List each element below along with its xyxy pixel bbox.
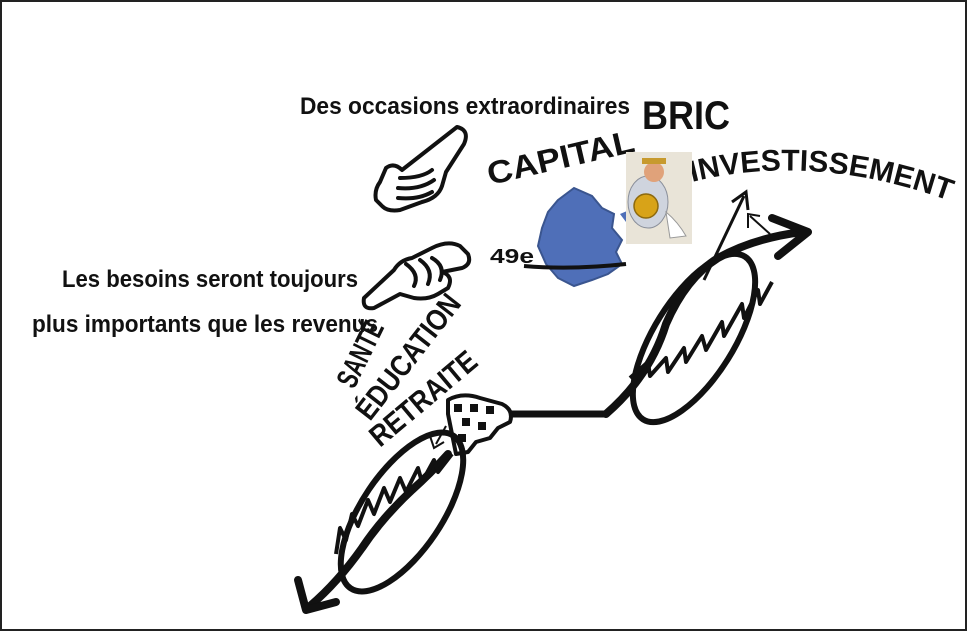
occasions-label: Des occasions extraordinaires <box>300 93 630 120</box>
growth-ellipse <box>629 250 759 426</box>
bric-label: BRIC <box>642 94 730 138</box>
decline-curve <box>306 450 452 610</box>
rank-strike-line <box>523 262 627 270</box>
decline-ellipse <box>337 429 467 595</box>
stair-steps <box>446 393 513 456</box>
besoins-line1: Les besoins seront toujours <box>62 266 358 293</box>
growth-arrowhead <box>768 214 812 260</box>
rank-label: 49e <box>490 246 534 268</box>
small-pointer-head <box>747 212 761 228</box>
pointing-hand-icon <box>361 241 472 311</box>
besoins-line2: plus importants que les revenus <box>32 311 378 338</box>
small-pointer-line <box>749 215 771 235</box>
decline-pointer-head <box>429 435 445 450</box>
decline-zigzag <box>334 452 454 555</box>
capital-label: CAPITAL <box>483 123 637 192</box>
money-bag-investor-icon <box>626 152 692 244</box>
pointing-hand-icon <box>373 125 468 213</box>
quebec-map-icon <box>536 186 638 288</box>
growth-zigzag <box>628 281 774 380</box>
investment-pointer-head <box>731 189 750 211</box>
growth-curve <box>602 228 806 418</box>
investment-pointer-line <box>702 195 746 281</box>
investissement-text: INVESTISSEMENT <box>686 144 958 207</box>
decline-arrowhead <box>294 576 340 614</box>
investissement-label: INVESTISSEMENT <box>686 144 958 207</box>
